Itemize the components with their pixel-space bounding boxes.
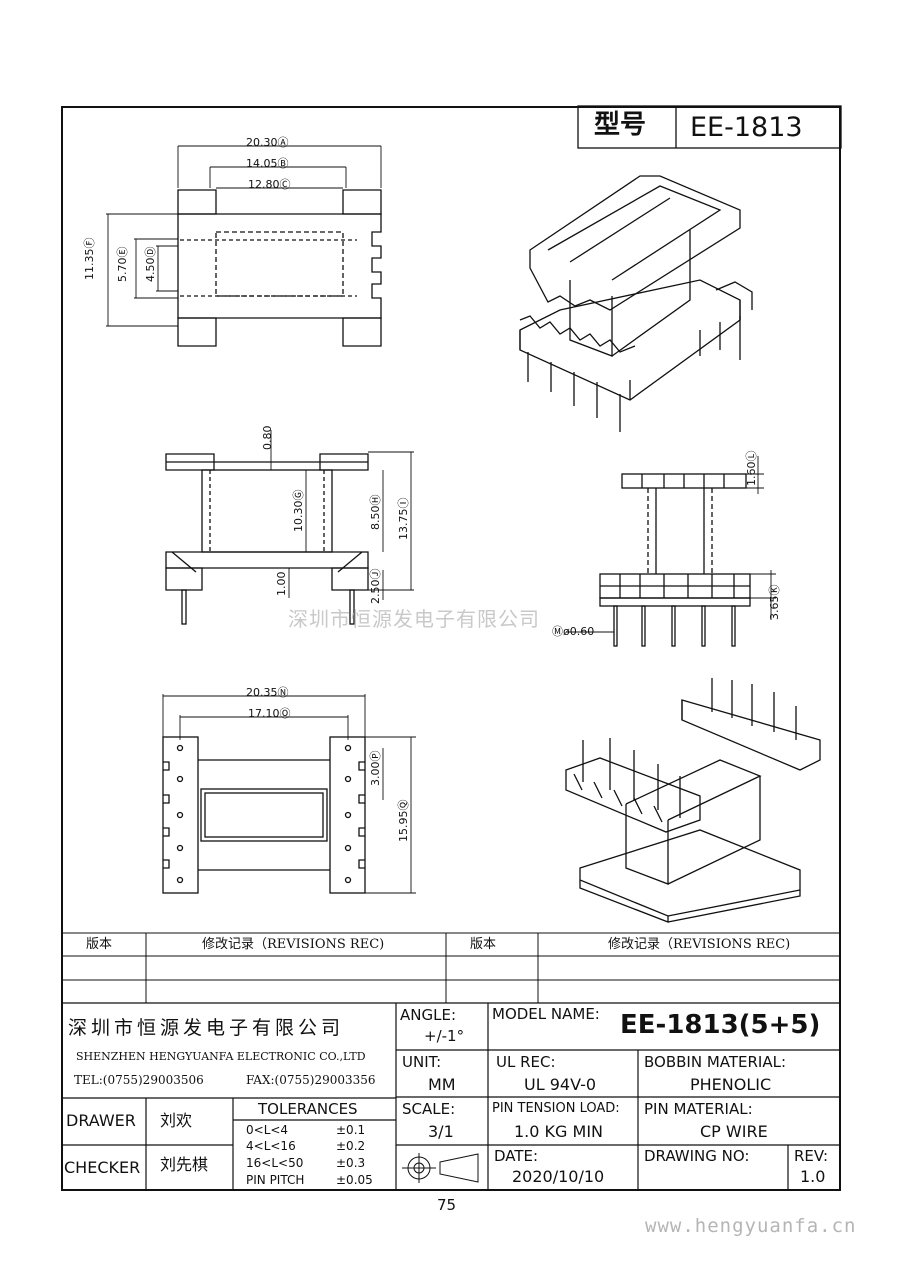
top-view bbox=[106, 145, 382, 347]
dim-a: 20.30Ⓐ bbox=[246, 136, 289, 149]
company-tel: TEL:(0755)29003506 bbox=[74, 1073, 204, 1087]
isometric-view-top bbox=[519, 175, 753, 432]
company-name-cn: 深圳市恒源发电子有限公司 bbox=[68, 1017, 345, 1039]
company-fax: FAX:(0755)29003356 bbox=[246, 1073, 376, 1087]
dim-m: Ⓜø0.60 bbox=[552, 625, 595, 638]
rev-value: 1.0 bbox=[800, 1167, 826, 1186]
dim-q: 15.95Ⓠ bbox=[397, 799, 410, 843]
ul-value: UL 94V-0 bbox=[524, 1075, 597, 1094]
tol-range-2: 16<L<50 bbox=[246, 1156, 304, 1170]
rev-col-record-1: 修改记录（REVISIONS REC) bbox=[202, 937, 385, 952]
dim-c: 12.80Ⓒ bbox=[248, 178, 291, 191]
tol-range-3: PIN PITCH bbox=[246, 1173, 305, 1187]
dim-n: 20.35Ⓝ bbox=[246, 686, 289, 699]
dim-gap-bot: 1.00 bbox=[275, 571, 288, 597]
unit-label: UNIT: bbox=[402, 1053, 442, 1071]
tol-range-0: 0<L<4 bbox=[246, 1123, 289, 1137]
scale-value: 3/1 bbox=[428, 1122, 454, 1141]
dim-h: 8.50Ⓗ bbox=[369, 494, 382, 531]
bottom-view bbox=[162, 694, 416, 894]
bobbin-value: PHENOLIC bbox=[690, 1075, 772, 1094]
angle-label: ANGLE: bbox=[400, 1006, 456, 1024]
rev-col-version-1: 版本 bbox=[86, 937, 113, 952]
angle-value: +/-1° bbox=[424, 1027, 465, 1045]
dim-o: 17.10Ⓞ bbox=[248, 707, 291, 720]
tol-value-0: ±0.1 bbox=[336, 1123, 366, 1137]
model-value: EE-1813 bbox=[690, 112, 803, 143]
rev-col-record-2: 修改记录（REVISIONS REC) bbox=[608, 937, 791, 952]
date-value: 2020/10/10 bbox=[512, 1167, 605, 1186]
header-box bbox=[577, 105, 842, 149]
dim-d: 4.50Ⓓ bbox=[144, 246, 157, 283]
model-name-value: EE-1813(5+5) bbox=[620, 1010, 821, 1040]
watermark: 深圳市恒源发电子有限公司 bbox=[288, 607, 540, 631]
dim-k: 3.65Ⓚ bbox=[768, 584, 781, 621]
projection-symbol bbox=[402, 1153, 479, 1183]
bobbin-label: BOBBIN MATERIAL: bbox=[644, 1053, 787, 1071]
dim-g: 10.30Ⓖ bbox=[292, 489, 305, 533]
drawing-no-label: DRAWING NO: bbox=[644, 1147, 750, 1165]
drawer-value: 刘欢 bbox=[160, 1111, 193, 1130]
site-url: www.hengyuanfa.cn bbox=[645, 1215, 857, 1237]
dim-l: 1.60Ⓛ bbox=[745, 450, 758, 487]
unit-value: MM bbox=[428, 1075, 456, 1094]
model-label: 型号 bbox=[594, 110, 647, 140]
isometric-view-bottom bbox=[565, 678, 821, 923]
tol-range-1: 4<L<16 bbox=[246, 1139, 296, 1153]
front-view bbox=[165, 430, 414, 625]
pin-tension-label: PIN TENSION LOAD: bbox=[492, 1101, 620, 1116]
dim-p: 3.00Ⓟ bbox=[369, 750, 382, 787]
page-number: 75 bbox=[437, 1196, 457, 1214]
dim-b: 14.05Ⓑ bbox=[246, 157, 289, 170]
pin-material-label: PIN MATERIAL: bbox=[644, 1100, 753, 1118]
tol-value-1: ±0.2 bbox=[336, 1139, 366, 1153]
checker-label: CHECKER bbox=[64, 1158, 141, 1177]
dim-f: 11.35Ⓕ bbox=[83, 237, 96, 281]
tol-value-2: ±0.3 bbox=[336, 1156, 366, 1170]
tol-value-3: ±0.05 bbox=[336, 1173, 373, 1187]
ul-label: UL REC: bbox=[496, 1053, 556, 1071]
scale-label: SCALE: bbox=[402, 1100, 456, 1118]
pin-tension-value: 1.0 KG MIN bbox=[514, 1122, 603, 1141]
tolerances-label: TOLERANCES bbox=[258, 1100, 358, 1118]
date-label: DATE: bbox=[494, 1147, 539, 1165]
dim-e: 5.70Ⓔ bbox=[116, 246, 129, 283]
title-block-grid bbox=[61, 1002, 841, 1191]
pin-material-value: CP WIRE bbox=[700, 1122, 768, 1141]
rev-col-version-2: 版本 bbox=[470, 937, 497, 952]
side-view bbox=[566, 456, 776, 647]
checker-value: 刘先棋 bbox=[160, 1155, 209, 1174]
dim-gap-top: 0.80 bbox=[261, 425, 274, 451]
drawing-frame bbox=[61, 106, 841, 1191]
company-name-en: SHENZHEN HENGYUANFA ELECTRONIC CO.,LTD bbox=[76, 1050, 366, 1063]
model-name-label: MODEL NAME: bbox=[492, 1005, 600, 1023]
dim-i: 13.75Ⓘ bbox=[397, 497, 410, 541]
dim-j: 2.50Ⓙ bbox=[369, 568, 382, 605]
drawer-label: DRAWER bbox=[66, 1111, 136, 1130]
rev-label: REV: bbox=[794, 1147, 828, 1165]
